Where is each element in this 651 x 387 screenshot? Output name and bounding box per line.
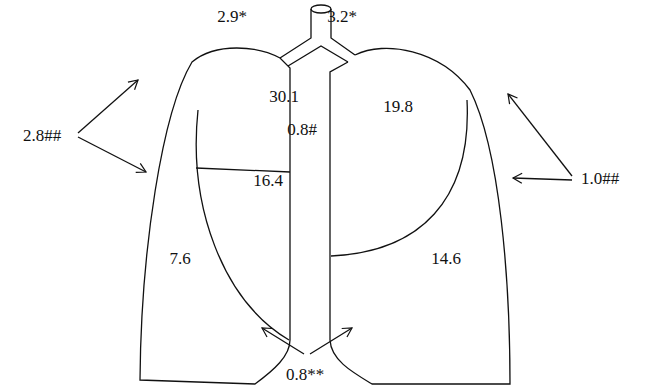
lobe-value: 16.4 xyxy=(253,172,283,189)
lobe-value: 7.6 xyxy=(169,250,190,267)
lobe-value: 14.6 xyxy=(431,250,461,267)
pointer-arrow xyxy=(262,328,304,354)
pointer-arrow xyxy=(513,178,572,180)
pointer-arrow xyxy=(78,80,138,133)
pointer-arrow xyxy=(78,137,146,172)
bronchus-value: 0.8# xyxy=(287,121,317,138)
diaphragm-value: 0.8** xyxy=(286,366,324,383)
lobe-value: 30.1 xyxy=(269,88,299,105)
left-lung xyxy=(330,48,510,384)
pleura-value: 1.0## xyxy=(581,170,619,187)
right-lung xyxy=(140,48,290,384)
pleura-value: 2.8## xyxy=(23,127,61,144)
lobe-value: 19.8 xyxy=(383,98,413,115)
pointer-arrow xyxy=(508,94,572,176)
mass-value: 2.9* xyxy=(217,8,247,25)
oblique-fissure xyxy=(196,110,289,340)
oblique-fissure xyxy=(331,100,467,256)
pointer-arrow xyxy=(310,328,352,354)
mass-value: 3.2* xyxy=(327,8,357,25)
